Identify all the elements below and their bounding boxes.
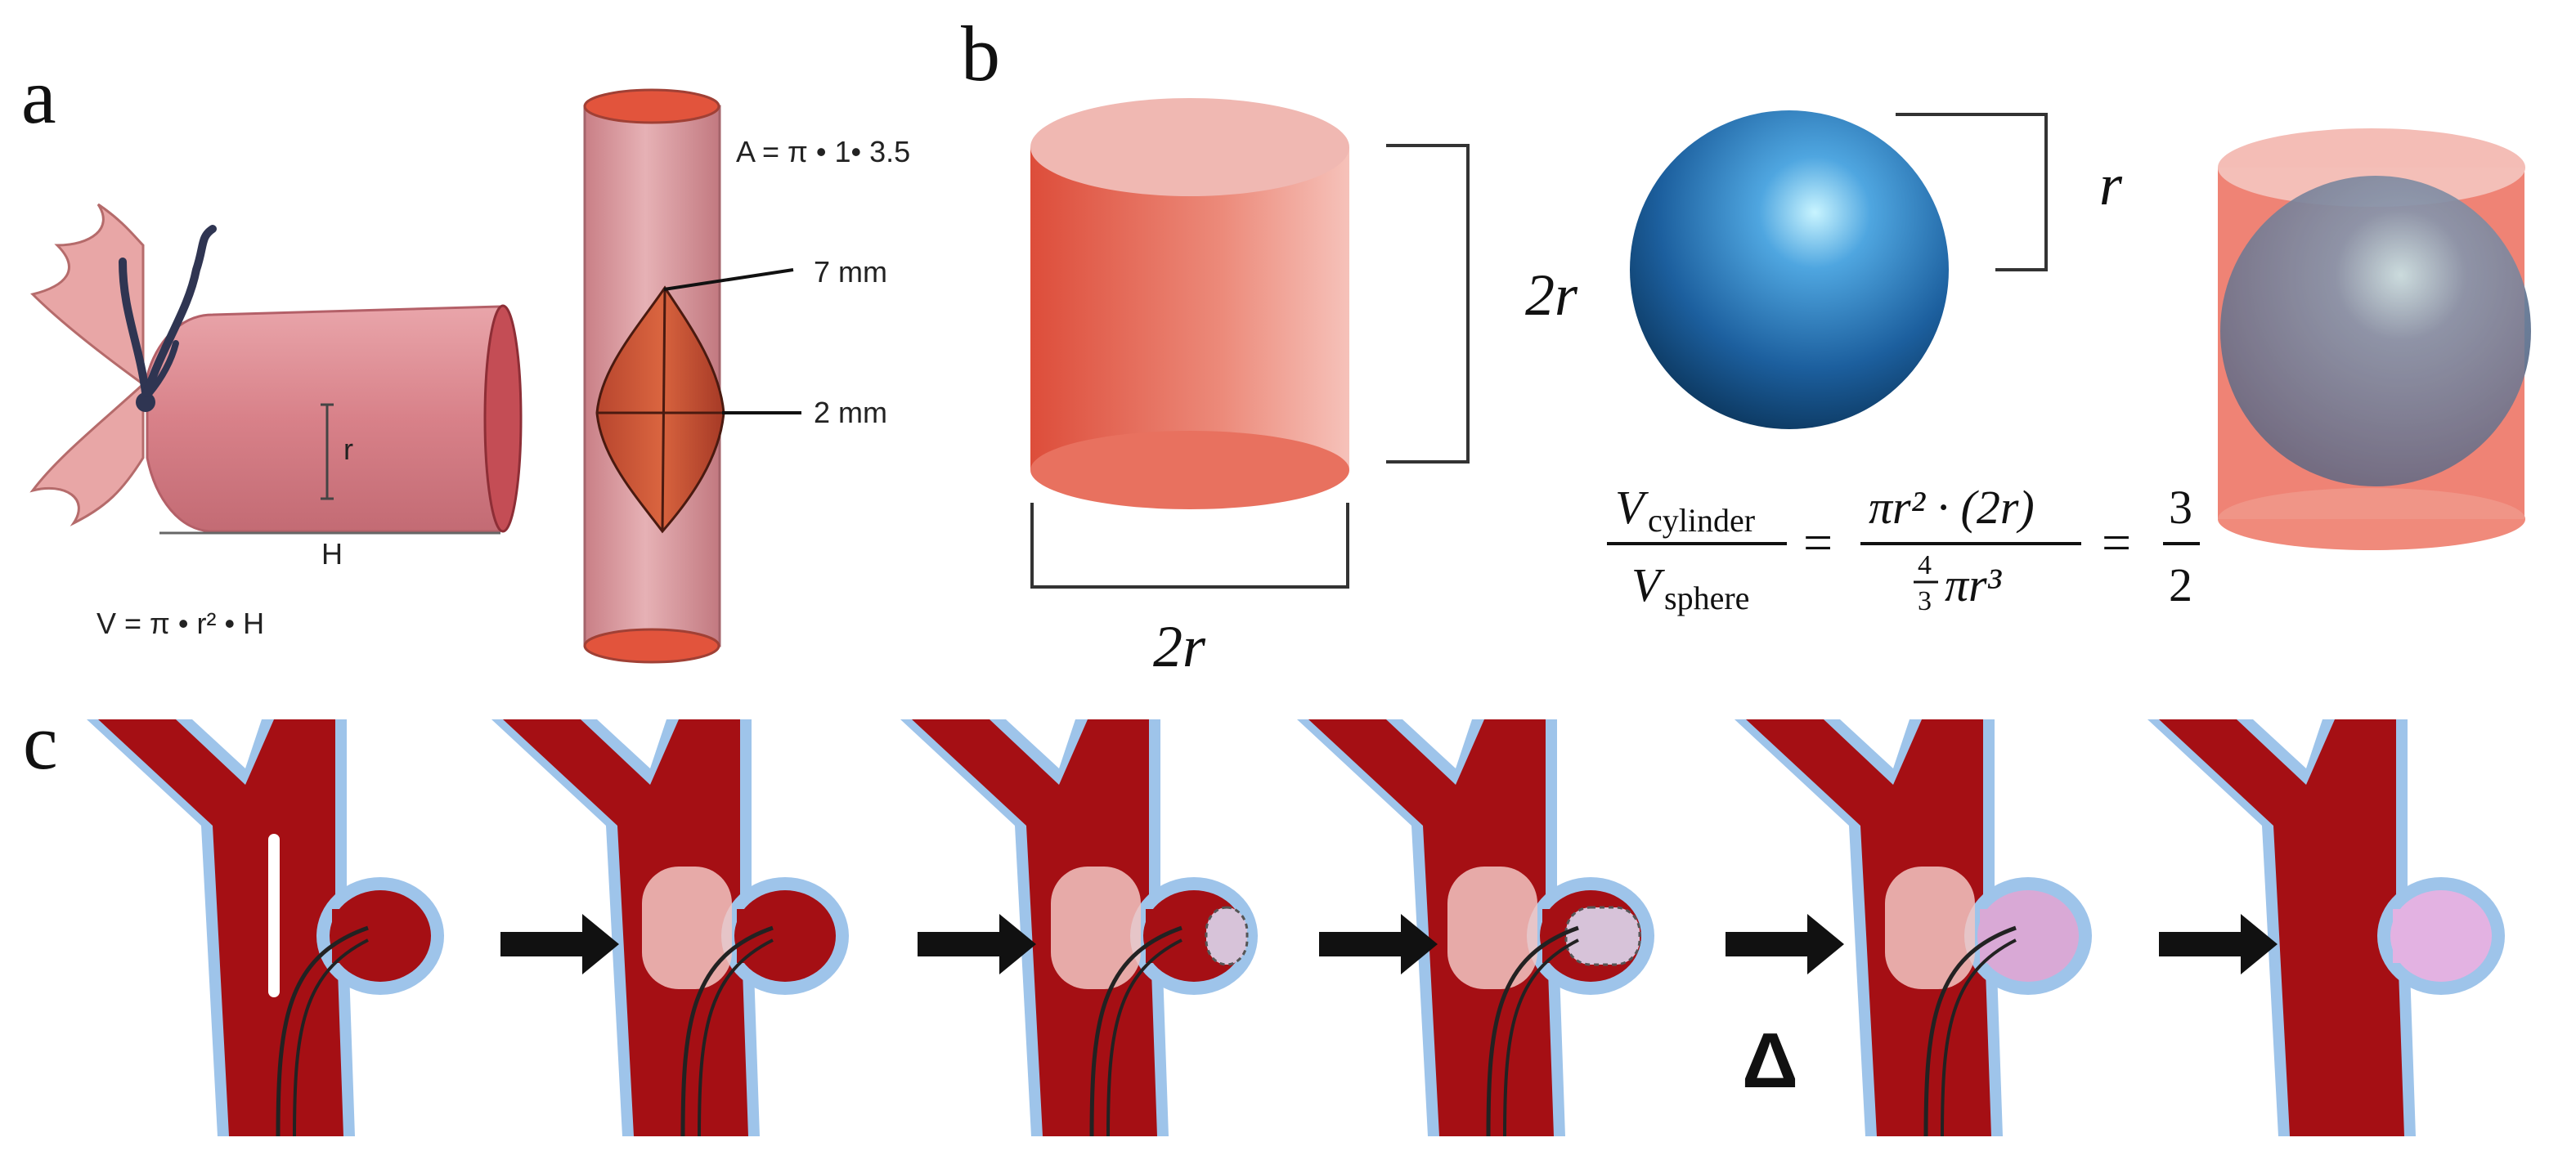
cylinder-width-label: 2r xyxy=(1153,614,1206,679)
eq-equals-1: = xyxy=(1803,513,1833,571)
eq-left-num-v: V xyxy=(1615,481,1649,534)
lesion-length-label: 7 mm xyxy=(814,255,887,289)
eq-mid-den-frac-den: 3 xyxy=(1918,586,1932,616)
vessel-volume-formula: V = π • r² • H xyxy=(96,607,264,640)
sphere-drawing xyxy=(1630,110,1949,429)
height-label-h: H xyxy=(321,537,343,571)
sphere-radius-label: r xyxy=(2099,152,2123,217)
cylinder-height-label: 2r xyxy=(1525,262,1578,328)
step-arrow-3 xyxy=(1319,914,1438,974)
radius-label-a: r xyxy=(343,432,353,466)
eq-left-num-sub: cylinder xyxy=(1648,502,1755,539)
eq-result-num: 3 xyxy=(2169,481,2192,534)
area-formula: A = π • 1• 3.5 xyxy=(736,135,910,168)
volume-ratio-equation: V cylinder V sphere = πr² · (2r) 4 3 πr³… xyxy=(1607,481,2200,616)
step-arrow-4 xyxy=(1726,914,1844,974)
cylinder-drawing xyxy=(1030,98,1349,509)
panel-b-letter: b xyxy=(961,10,1000,97)
vessel-segment-drawing xyxy=(29,203,523,535)
eq-left-den-sub: sphere xyxy=(1664,580,1749,616)
eq-equals-2: = xyxy=(2102,513,2131,571)
eq-mid-den-frac-num: 4 xyxy=(1918,550,1932,580)
sphere-in-cylinder-drawing xyxy=(2218,128,2531,550)
panel-a-letter: a xyxy=(21,52,56,140)
treatment-step-2 xyxy=(491,719,849,1137)
treatment-step-3 xyxy=(900,719,1258,1137)
tube-with-lesion-drawing xyxy=(583,88,801,664)
cylinder-height-bracket xyxy=(1386,144,1470,464)
lesion-width-label: 2 mm xyxy=(814,396,887,429)
step-arrow-5 xyxy=(2159,914,2278,974)
cylinder-width-bracket xyxy=(1030,503,1349,589)
treatment-step-5 xyxy=(1735,719,2092,1137)
aneurysm-treatment-steps xyxy=(87,719,2505,1137)
treatment-step-1 xyxy=(87,719,444,1137)
eq-mid-num: πr² · (2r) xyxy=(1869,481,2035,534)
eq-left-den-v: V xyxy=(1631,558,1666,611)
treatment-step-4 xyxy=(1297,719,1654,1137)
sphere-radius-bracket xyxy=(1896,113,2048,271)
step-arrow-1 xyxy=(500,914,619,974)
treatment-step-6 xyxy=(2147,719,2505,1136)
eq-mid-den-rest: πr³ xyxy=(1945,558,2003,611)
heat-delta-symbol: Δ xyxy=(1742,1017,1798,1104)
step-arrow-2 xyxy=(918,914,1036,974)
eq-result-den: 2 xyxy=(2169,558,2192,611)
panel-c-letter: c xyxy=(23,698,58,786)
